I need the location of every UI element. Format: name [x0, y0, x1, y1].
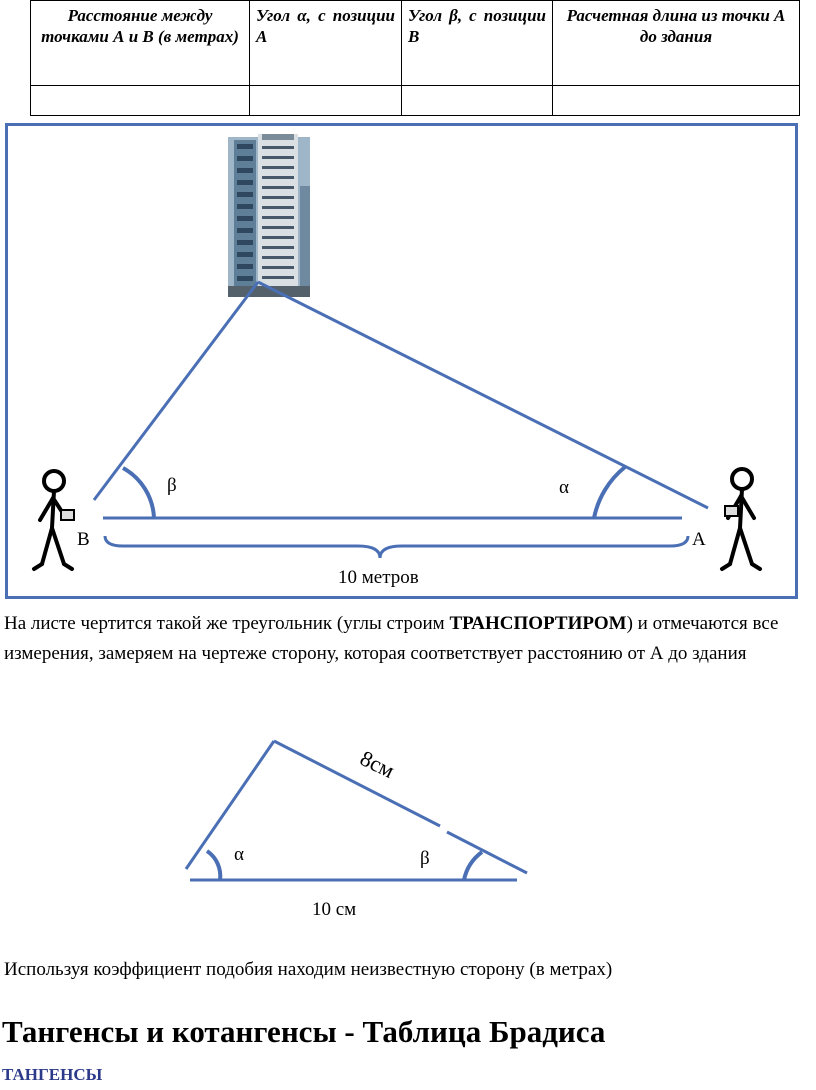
angle-arcs	[121, 465, 627, 519]
section-subheading: ТАНГЕНСЫ	[2, 1065, 103, 1084]
person-a-figure	[720, 467, 762, 571]
header-angle-alpha: Угол α, с позиции А	[249, 0, 402, 86]
small-alpha-label: α	[234, 844, 244, 865]
measurement-table: Расстояние между точками А и В (в метрах…	[30, 0, 800, 116]
scene-diagram: β α В А 10 метров	[5, 123, 798, 599]
distance-label: 10 метров	[338, 567, 419, 588]
distance-brace	[103, 535, 690, 559]
table-header-row: Расстояние между точками А и В (в метрах…	[30, 0, 800, 86]
header-angle-beta: Угол β, с позиции В	[401, 0, 553, 86]
table-cell	[401, 85, 553, 116]
point-b-label: В	[77, 529, 90, 550]
instruction-paragraph: На листе чертится такой же треугольник (…	[4, 609, 816, 669]
triangle-lines	[92, 280, 709, 520]
side-length-label: 8см	[356, 745, 399, 783]
header-distance-ab: Расстояние между точками А и В (в метрах…	[30, 0, 250, 86]
small-beta-label: β	[420, 848, 430, 869]
alpha-label: α	[559, 477, 569, 498]
table-cell	[249, 85, 402, 116]
scene-drawing	[32, 134, 762, 571]
protractor-emphasis: ТРАНСПОРТИРОМ	[449, 613, 627, 634]
person-b-figure	[32, 469, 75, 571]
point-a-label: А	[692, 529, 706, 550]
beta-label: β	[167, 475, 177, 496]
building-picture	[228, 134, 310, 297]
para1-text-start: На листе чертится такой же треугольник (…	[4, 613, 450, 634]
base-length-label: 10 см	[312, 899, 357, 920]
table-cell	[30, 85, 250, 116]
table-cell	[552, 85, 800, 116]
table-row	[30, 85, 800, 116]
header-calculated-length: Расчетная длина из точки А до здания	[552, 0, 800, 86]
para1-text-end: ) и отмечаются все измерения, замеряем н…	[4, 613, 779, 664]
page-heading: Тангенсы и котангенсы - Таблица Брадиса	[2, 1014, 606, 1049]
similarity-paragraph: Используя коэффициент подобия находим не…	[4, 959, 613, 980]
